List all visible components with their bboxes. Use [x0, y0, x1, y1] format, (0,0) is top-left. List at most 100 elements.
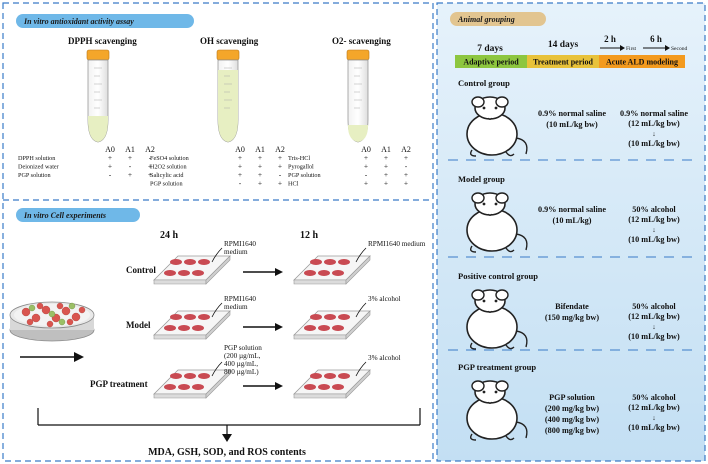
animal-treatment-text: 0.9% normal saline	[538, 109, 606, 118]
label-pointer	[211, 247, 223, 263]
well-plate	[153, 369, 231, 399]
assay-col-header: A2	[401, 145, 411, 154]
tube-cap	[346, 49, 370, 61]
animal-title-pill	[450, 12, 546, 26]
petri-arrow-head	[74, 352, 84, 362]
animal-treatment-text: (400 mg/kg bw)	[545, 415, 599, 424]
assay-cell-value: +	[278, 162, 282, 171]
cell-first-label: 800 µg/mL)	[224, 368, 259, 376]
assay-col-header: A2	[145, 145, 155, 154]
cell-first-label: RPMI1640	[224, 295, 256, 303]
animal-group-name: Positive control group	[458, 271, 538, 281]
tube-liquid	[348, 125, 368, 142]
assay-col-header: A1	[255, 145, 265, 154]
animal-model-text: (12 mL/kg bw)	[628, 312, 680, 321]
cell-group-name: Control	[126, 265, 156, 275]
tube-cap	[86, 49, 110, 61]
assay-cell-value: +	[258, 162, 262, 171]
assay-cell-value: +	[384, 162, 388, 171]
animal-treatment-text: Bifendate	[555, 302, 589, 311]
well-plate	[293, 369, 371, 399]
timeline-bar-treatment	[527, 55, 599, 68]
assay-cell-value: +	[258, 153, 262, 162]
assay-cell-value: +	[258, 170, 262, 179]
assay-cell-value: -	[109, 170, 112, 179]
assay-cell-value: -	[149, 153, 152, 162]
down-arrow-icon: ↓	[652, 130, 656, 138]
assay-cell-value: +	[404, 153, 408, 162]
assay-cell-value: +	[108, 162, 112, 171]
assay-cell-value: +	[364, 179, 368, 188]
assay-col-header: A0	[235, 145, 245, 154]
assay-cell-value: +	[108, 153, 112, 162]
cell-first-label: (200 µg/mL,	[224, 352, 261, 360]
assay-row-label: HCl	[288, 181, 299, 188]
animal-model-text: 50% alcohol	[632, 205, 676, 214]
assay-cell-value: -	[405, 162, 408, 171]
cell-group-name: PGP treatment	[90, 379, 148, 389]
animal-title: Animal grouping	[457, 15, 515, 24]
animal-model-text: (10 mL/kg bw)	[628, 139, 680, 148]
animal-model-text: 50% alcohol	[632, 393, 676, 402]
tube-liquid	[88, 116, 108, 142]
assay-row-label: H2O2 solution	[150, 164, 187, 171]
assay-cell-value: -	[239, 179, 242, 188]
assay-col-header: A1	[125, 145, 135, 154]
antioxidant-title-pill	[16, 14, 194, 28]
assay-row-label: Pyrogallol	[288, 164, 314, 171]
assay-cell-value: +	[128, 153, 132, 162]
timeline-label-treatment: Treatment period	[533, 58, 593, 67]
assay-cell-value: -	[365, 170, 368, 179]
animal-group-name: Model group	[458, 174, 505, 184]
timeline-bar-adaptive	[455, 55, 527, 68]
petri-dish	[9, 301, 95, 342]
label-pointer	[211, 361, 223, 377]
well-plate	[153, 255, 231, 285]
animal-treatment-text: (200 mg/kg bw)	[545, 404, 599, 413]
assay-col-header: A0	[361, 145, 371, 154]
down-arrow-icon: ↓	[652, 323, 656, 331]
assay-row-label: Salicylic acid	[150, 172, 184, 179]
assay-title-oh: OH scavenging	[200, 36, 259, 46]
animal-model-text: (10 mL/kg bw)	[628, 423, 680, 432]
assay-cell-value: -	[129, 162, 132, 171]
well-plate	[293, 310, 371, 340]
well-plate	[153, 310, 231, 340]
cell-first-label: RPMI1640	[224, 240, 256, 248]
down-arrow-icon: ↓	[652, 226, 656, 234]
animal-model-text: 50% alcohol	[632, 302, 676, 311]
cell-arrow-head	[275, 382, 283, 390]
first-arrow-head	[620, 45, 625, 51]
tube-oh	[216, 49, 240, 143]
cell-second-label: 3% alcohol	[368, 354, 401, 362]
assay-cell-value: +	[258, 179, 262, 188]
animal-treatment-text: PGP solution	[549, 393, 595, 402]
timeline-second: Second	[671, 46, 687, 52]
animal-model-text: 0.9% normal saline	[620, 109, 688, 118]
assay-cell-value: +	[128, 170, 132, 179]
assay-row-label: PGP solution	[288, 172, 321, 179]
label-pointer	[355, 361, 367, 377]
assay-title-dpph: DPPH scavenging	[68, 36, 137, 46]
animal-group-name: Control group	[458, 78, 510, 88]
assay-cell-value: +	[148, 170, 152, 179]
animal-treatment-text: (10 mL/kg)	[553, 216, 592, 225]
assay-cell-value: -	[279, 170, 282, 179]
timeline-days-7: 7 days	[477, 44, 503, 54]
well-plate	[293, 255, 371, 285]
assay-row-label: Tris-HCl	[288, 155, 310, 162]
tube-cap	[216, 49, 240, 61]
tube-liquid	[218, 70, 238, 142]
timeline-label-adaptive: Adaptive period	[463, 58, 519, 67]
cell-first-label: 400 µg/mL,	[224, 360, 258, 368]
cell-time-12h: 12 h	[300, 230, 319, 241]
cell-first-label: PGP solution	[224, 344, 262, 352]
left-panel-border	[2, 2, 434, 462]
animal-group-name: PGP treatment group	[458, 362, 536, 372]
cell-second-label: RPMI1640 medium	[368, 240, 426, 248]
cell-arrow-head	[275, 268, 283, 276]
label-pointer	[355, 247, 367, 263]
